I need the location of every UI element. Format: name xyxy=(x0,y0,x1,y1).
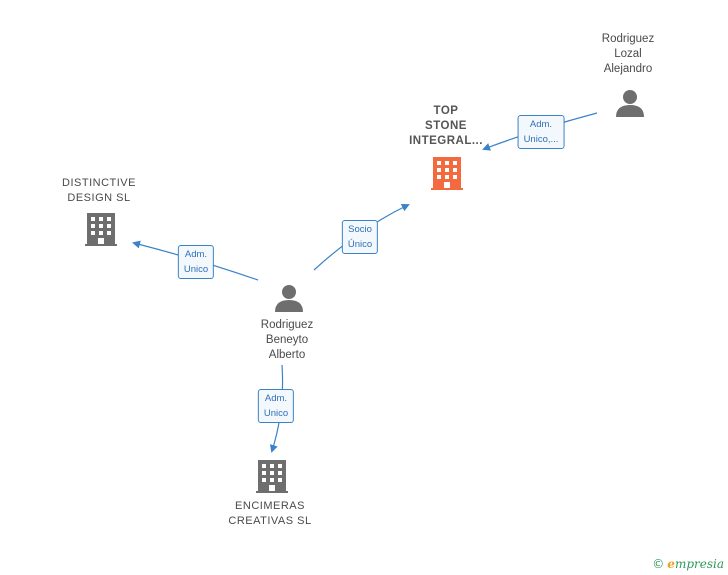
edge-label-beneyto-to-distinctive[interactable]: Adm. Unico xyxy=(177,245,215,279)
building-icon-encimeras[interactable] xyxy=(256,460,288,493)
copyright-icon: © xyxy=(652,557,665,571)
edge-label-line: Único xyxy=(347,239,373,250)
person-icon-rodriguez-beneyto[interactable] xyxy=(275,285,303,312)
label-line: DESIGN SL xyxy=(67,192,131,204)
label-line: TOP xyxy=(433,105,459,117)
edge-label-lozal-to-top-stone[interactable]: Adm. Unico,... xyxy=(517,115,565,149)
label-line: Alejandro xyxy=(603,63,653,75)
node-label-rodriguez-beneyto[interactable]: Rodriguez Beneyto Alberto xyxy=(261,318,313,363)
person-icon-rodriguez-lozal[interactable] xyxy=(616,90,644,117)
node-label-encimeras[interactable]: ENCIMERAS CREATIVAS SL xyxy=(228,499,311,529)
label-line: Lozal xyxy=(614,48,642,60)
brand-logo-text: mpresia xyxy=(674,557,724,571)
label-line: Beneyto xyxy=(265,334,309,346)
edge-label-line: Socio xyxy=(348,224,372,235)
brand-logo-initial: e xyxy=(667,557,675,571)
edge-label-line: Unico xyxy=(183,264,209,275)
edge-label-line: Adm. xyxy=(264,393,288,404)
edge-label-line: Unico,... xyxy=(523,134,559,145)
building-icon-distinctive[interactable] xyxy=(85,213,117,246)
label-line: Rodriguez xyxy=(601,33,655,45)
label-line: STONE xyxy=(425,120,467,132)
label-line: Rodriguez xyxy=(260,319,314,331)
node-label-top-stone[interactable]: TOP STONE INTEGRAL... xyxy=(409,104,483,149)
edge-label-line: Unico xyxy=(263,408,289,419)
label-line: CREATIVAS SL xyxy=(228,515,312,527)
node-label-distinctive[interactable]: DISTINCTIVE DESIGN SL xyxy=(62,176,136,206)
label-line: ENCIMERAS xyxy=(235,500,305,512)
label-line: Alberto xyxy=(268,349,306,361)
node-label-rodriguez-lozal[interactable]: Rodriguez Lozal Alejandro xyxy=(602,32,654,77)
label-line: DISTINCTIVE xyxy=(62,177,136,189)
edge-label-beneyto-to-top-stone[interactable]: Socio Único xyxy=(341,220,379,254)
brand-footer[interactable]: ©empresia xyxy=(652,557,724,571)
building-icon-top-stone[interactable] xyxy=(431,157,463,190)
edge-label-line: Adm. xyxy=(184,249,208,260)
edge-label-line: Adm. xyxy=(529,119,553,130)
edge-label-beneyto-to-encimeras[interactable]: Adm. Unico xyxy=(257,389,295,423)
label-line: INTEGRAL... xyxy=(409,135,483,147)
